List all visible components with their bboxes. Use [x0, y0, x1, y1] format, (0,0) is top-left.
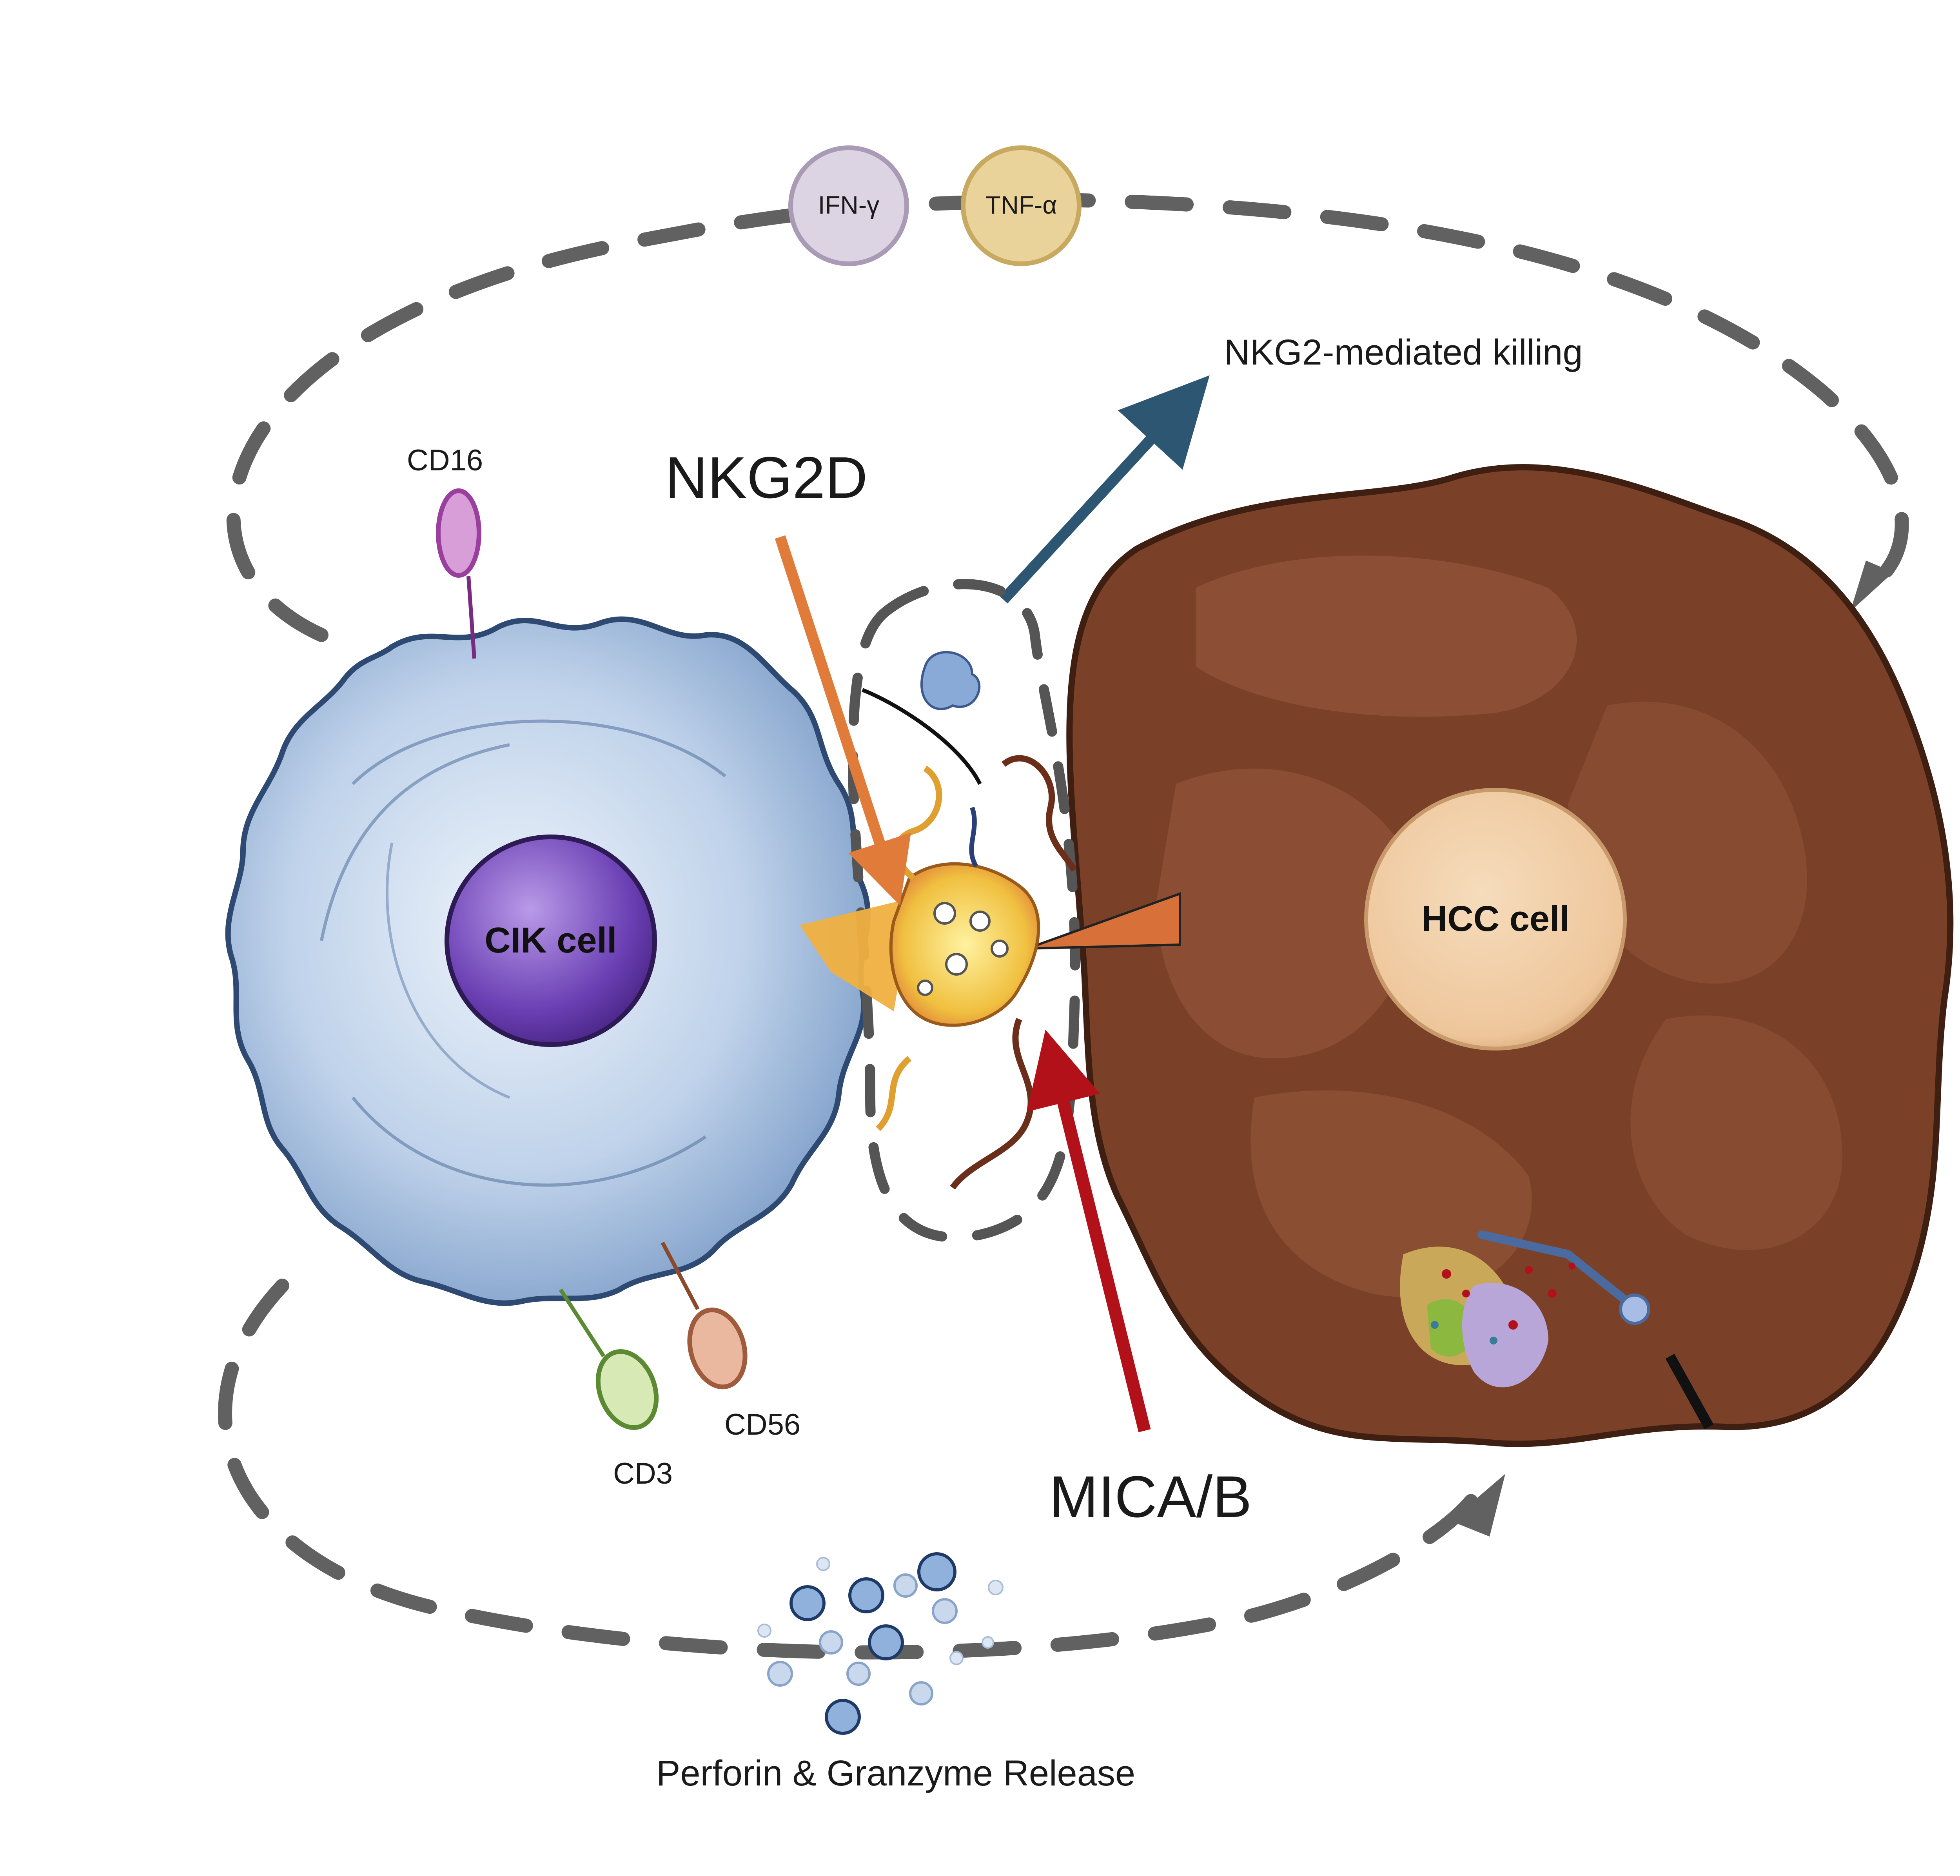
- hcc-inner-lobe-5: [1630, 1015, 1842, 1250]
- killing-arrow: [999, 375, 1210, 604]
- black-mark: [1665, 1353, 1714, 1430]
- synapse-complex: [889, 862, 1040, 1027]
- hcc-inner-lobe-2: [1156, 768, 1415, 1058]
- nkg2d-arrow: [775, 535, 911, 905]
- cd3-marker: CD3: [559, 1288, 673, 1490]
- cik-cell-label: CIK cell: [485, 920, 617, 960]
- hcc-inner-lobe-4: [1250, 1090, 1532, 1297]
- mica-b-arrow: [1027, 1029, 1151, 1432]
- hcc-cell: HCC cell: [1066, 464, 1954, 1447]
- cd16-marker: CD16: [407, 444, 483, 659]
- hcc-cell-label: HCC cell: [1421, 899, 1570, 939]
- hcc-inner-lobe-3: [1568, 702, 1807, 984]
- perforin-granzyme-label: Perforin & Granzyme Release: [656, 1753, 1135, 1793]
- cd56-marker: CD56: [661, 1241, 800, 1441]
- immune-synapse: [800, 579, 1181, 1243]
- svg-text:CD56: CD56: [724, 1408, 800, 1441]
- svg-text:CD3: CD3: [613, 1457, 673, 1490]
- apoptotic-fragments: [1400, 1230, 1650, 1388]
- synapse-dashed-outline: [848, 579, 1080, 1243]
- svg-text:TNF-α: TNF-α: [985, 191, 1057, 219]
- lower-dashed-cycle: [218, 1279, 1481, 1660]
- nkg2d-label: NKG2D: [665, 445, 868, 510]
- upper-dashed-cycle: [226, 192, 1909, 642]
- mica-b-label: MICA/B: [1049, 1464, 1252, 1529]
- granule-cluster: [757, 1552, 1004, 1735]
- cik-cell: CIK cell: [225, 616, 871, 1306]
- tnf-alpha-bubble: TNF-α: [961, 145, 1082, 266]
- svg-text:CD16: CD16: [407, 444, 483, 477]
- cik-nucleus: [445, 835, 657, 1047]
- lower-cycle-arrowhead: [1450, 1474, 1505, 1537]
- hcc-inner-lobe-1: [1196, 555, 1577, 717]
- hcc-nucleus: [1364, 788, 1627, 1050]
- svg-text:IFN-γ: IFN-γ: [818, 191, 879, 219]
- upper-cycle-arrowhead: [1850, 561, 1893, 611]
- nkg2-killing-label: NKG2-mediated killing: [1224, 332, 1583, 372]
- ifn-gamma-bubble: IFN-γ: [788, 145, 909, 266]
